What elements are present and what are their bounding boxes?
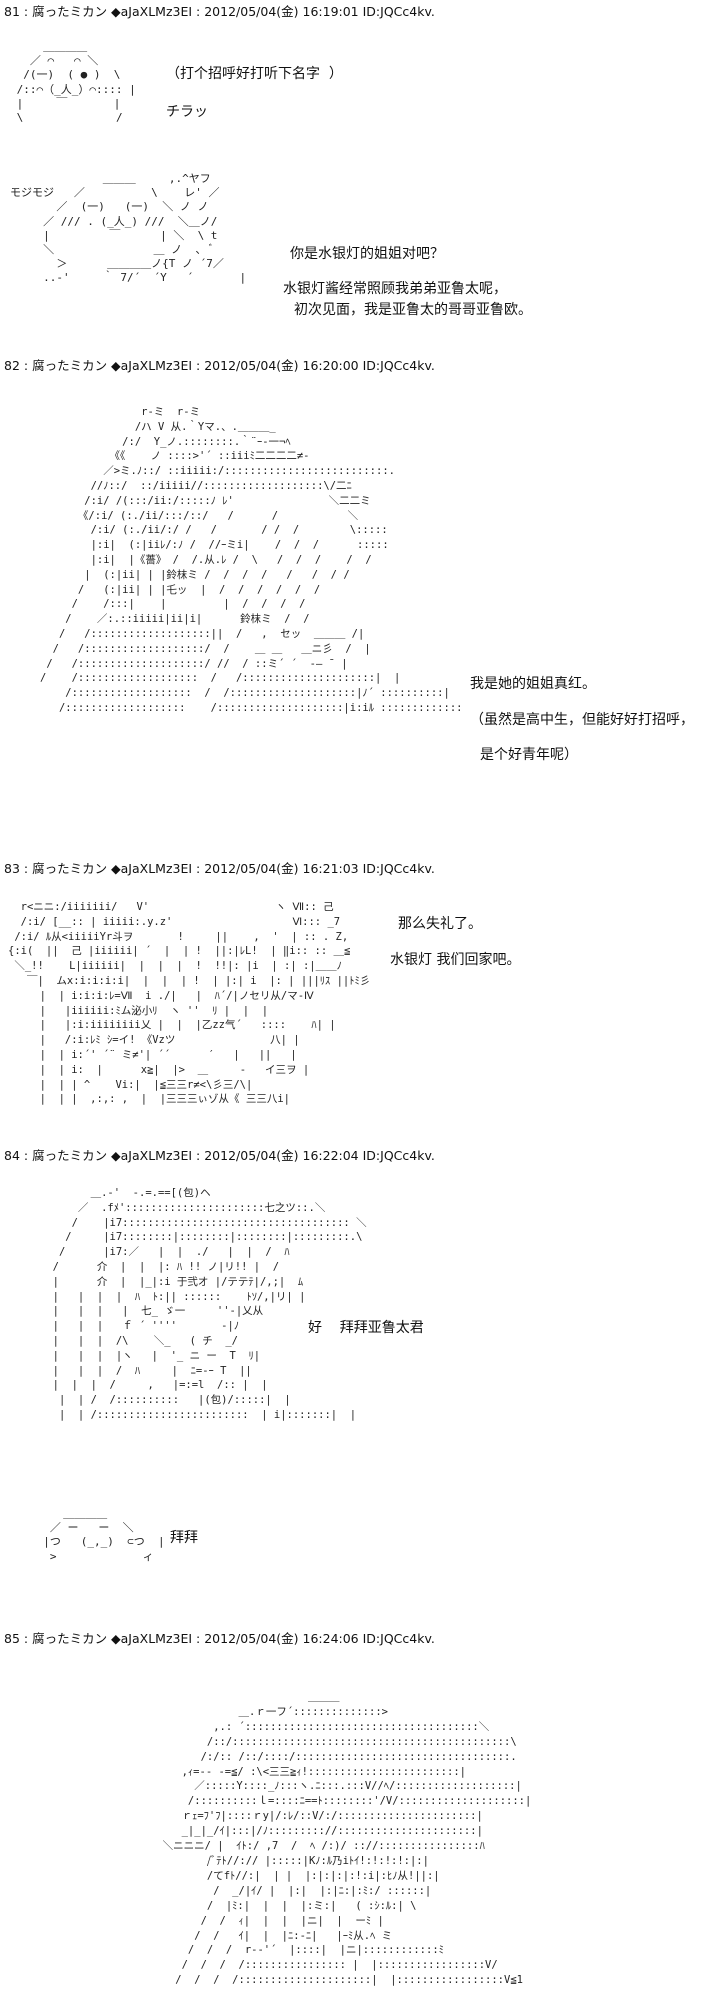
ascii-art-leaving: ＿＿＿ ＿.ｒ一フ´::::::::::::::> ,.: ´:::::::::… xyxy=(162,1691,532,1987)
dialog-line: 水银灯 我们回家吧。 xyxy=(390,952,521,968)
ascii-art-yaruo-face: ＿＿＿＿ ／ ⌒ ⌒ ＼ /(一) ( ● ) \ /::⌒（_人_）⌒::::… xyxy=(16,40,136,125)
post-header-85: 85 : 腐ったミカン ◆aJaXLMz3EI : 2012/05/04(金) … xyxy=(4,1631,435,1646)
ascii-art-yaruo-bye: ＿＿＿＿ ／ ー ー ＼ |つ (_,_) ⊂つ | > ィ xyxy=(43,1507,165,1563)
post-header-84: 84 : 腐ったミカン ◆aJaXLMz3EI : 2012/05/04(金) … xyxy=(4,1148,435,1163)
ascii-art-yaruo-shy: ＿＿＿ ,.^ヤフ モジモジ ／ \ レ' ／ ／ (一) (一) ＼ ノ ノ … xyxy=(10,172,247,285)
post-header-82: 82 : 腐ったミカン ◆aJaXLMz3EI : 2012/05/04(金) … xyxy=(4,358,435,373)
dialog-line: （虽然是高中生，但能好好打招呼， xyxy=(470,712,694,728)
post-header-83: 83 : 腐ったミカン ◆aJaXLMz3EI : 2012/05/04(金) … xyxy=(4,861,435,876)
dialog-line: チラッ xyxy=(166,104,208,120)
dialog-line: 初次见面，我是亚鲁太的哥哥亚鲁欧。 xyxy=(294,302,532,318)
dialog-line: 我是她的姐姐真红。 xyxy=(470,676,596,692)
dialog-line: 好 拜拜亚鲁太君 xyxy=(308,1320,424,1336)
post-header-81: 81 : 腐ったミカン ◆aJaXLMz3EI : 2012/05/04(金) … xyxy=(4,4,435,19)
dialog-line: （打个招呼好打听下名字 ） xyxy=(166,66,343,82)
dialog-line: 你是水银灯的姐姐对吧？ xyxy=(290,246,444,262)
dialog-line: 拜拜 xyxy=(170,1530,198,1546)
ascii-art-shinku: r‐ミ r‐ミ /ハ V 从.｀Yマ.、.＿＿＿_ /:/ Y_ノ.::::::… xyxy=(40,406,463,714)
ascii-art-shinku-bow: r<ニニ:/iiiiiii/ V' ヽ Ⅶ:: 己 /:i/ [__:: | i… xyxy=(8,901,371,1106)
dialog-line: 水银灯酱经常照顾我弟弟亚鲁太呢， xyxy=(283,281,507,297)
ascii-art-suigintou: ＿.-' -.=.==[(包)ヘ ／ .fﾒ':::::::::::::::::… xyxy=(52,1187,367,1421)
dialog-line: 那么失礼了。 xyxy=(398,916,482,932)
dialog-line: 是个好青年呢） xyxy=(480,747,578,763)
